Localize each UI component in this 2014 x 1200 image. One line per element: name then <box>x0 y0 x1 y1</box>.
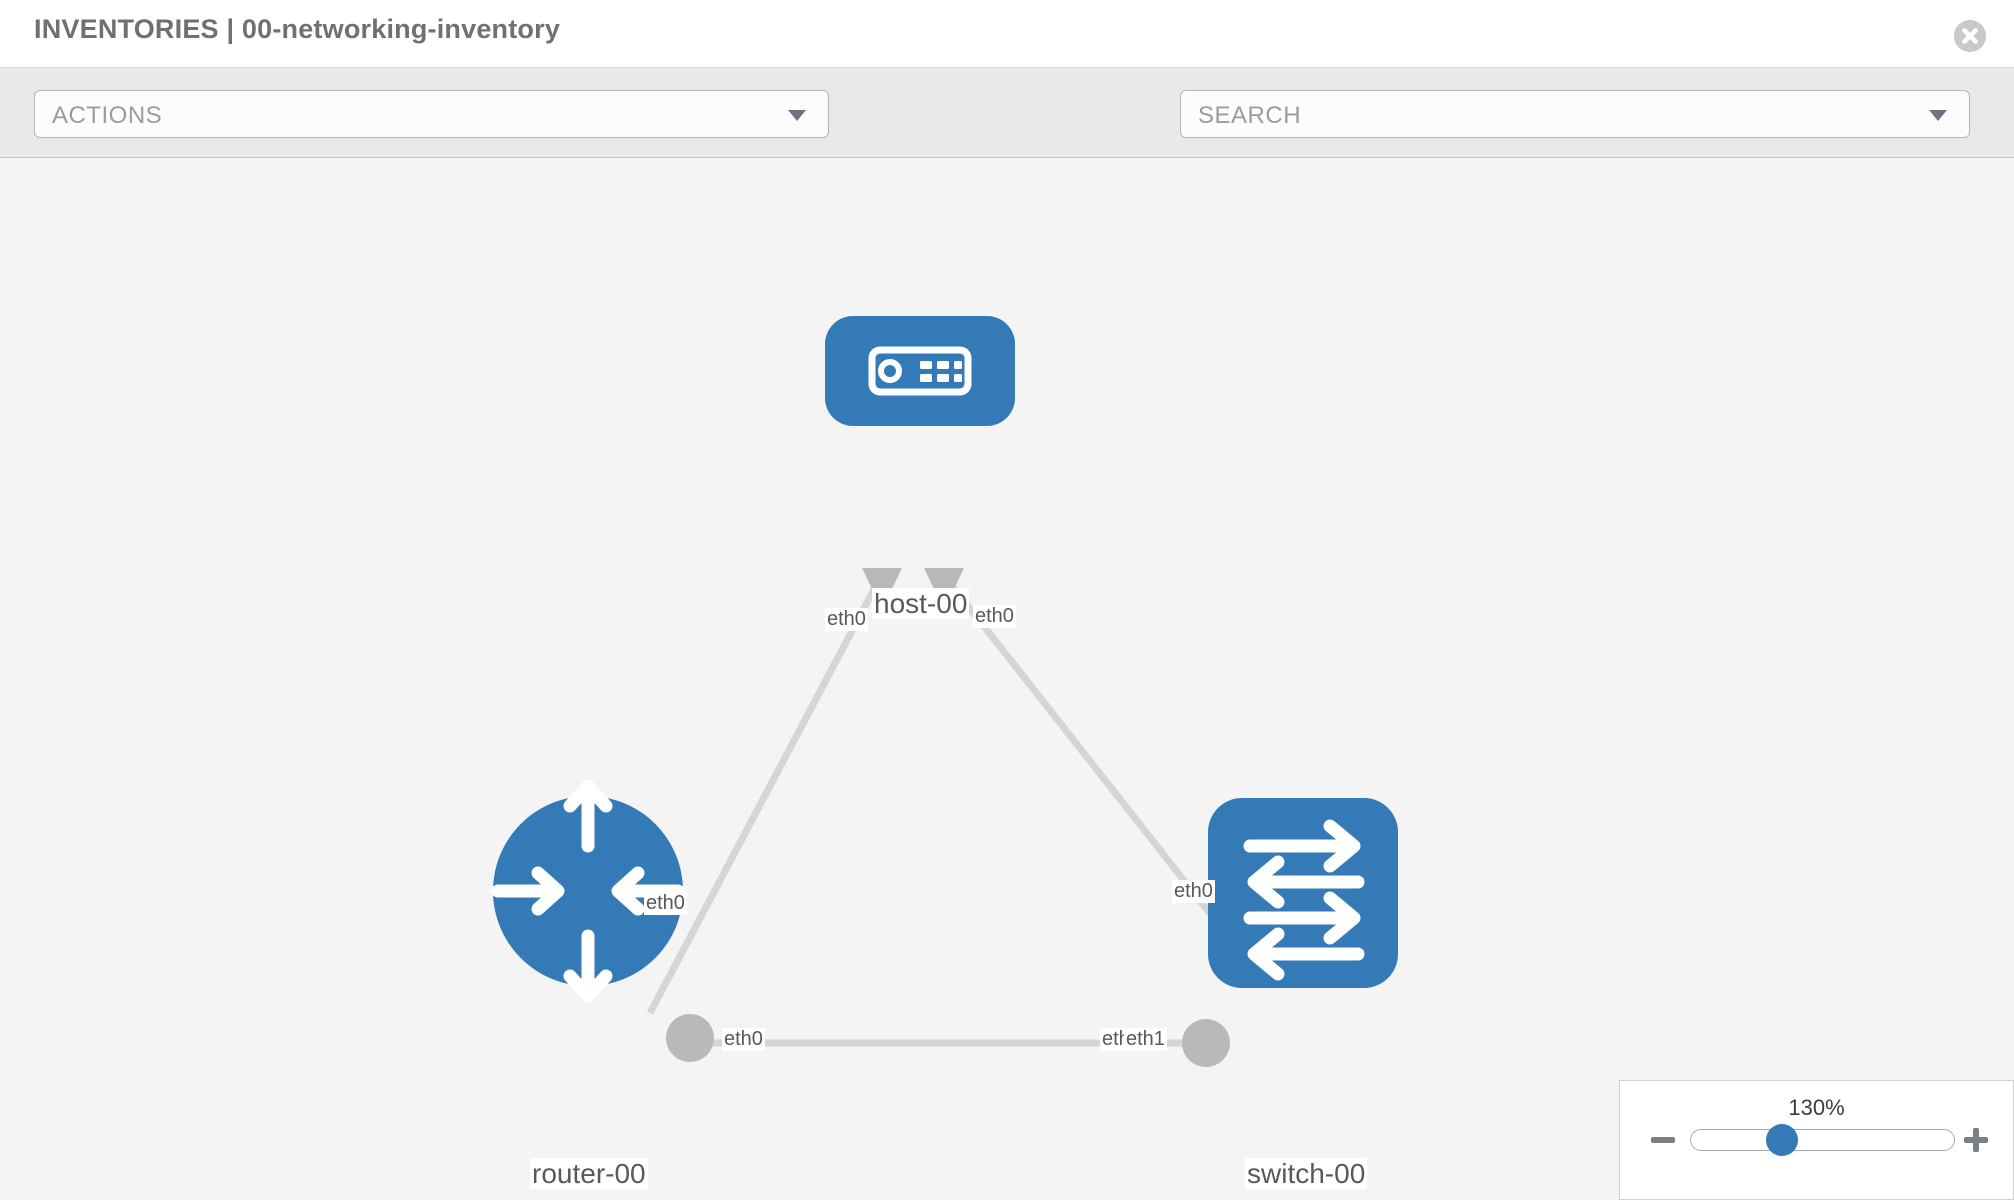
node-label-host-00: host-00 <box>872 588 970 620</box>
actions-dropdown-label: ACTIONS <box>52 102 163 129</box>
node-host-00[interactable] <box>825 316 1015 426</box>
node-label-router-00: router-00 <box>530 1158 648 1190</box>
page-title: INVENTORIES | 00-networking-inventory <box>34 14 561 44</box>
toolbar: ACTIONS SEARCH <box>0 68 2014 197</box>
interface-label-router00-uplink: eth0 <box>644 892 687 915</box>
connector-router00-right <box>666 1014 714 1062</box>
minus-icon[interactable] <box>1648 1125 1678 1155</box>
interface-label-router00-eth0: eth0 <box>722 1028 765 1051</box>
zoom-control-panel: 130% <box>1619 1080 2014 1200</box>
link-host00-router00 <box>646 576 884 1015</box>
topology-canvas[interactable]: host-00 router-00 switch-00 eth0 eth0 et… <box>0 158 2014 1200</box>
connector-switch00-left <box>1182 1019 1230 1067</box>
interface-label-host00-left: eth0 <box>825 608 868 631</box>
window-header: INVENTORIES | 00-networking-inventory <box>0 0 2014 68</box>
node-switch-00[interactable] <box>1208 798 1398 988</box>
actions-dropdown[interactable]: ACTIONS <box>34 90 829 138</box>
plus-icon[interactable] <box>1961 1125 1991 1155</box>
node-label-switch-00: switch-00 <box>1245 1158 1368 1190</box>
topology-links <box>646 575 1248 1047</box>
chevron-down-icon <box>788 110 806 121</box>
zoom-slider-track[interactable] <box>1690 1129 1955 1151</box>
interface-label-switch00-eth1: eth1 <box>1124 1028 1167 1051</box>
interface-label-host00-right: eth0 <box>973 605 1016 628</box>
node-router-00[interactable] <box>491 779 685 1003</box>
chevron-down-icon <box>1929 110 1947 121</box>
search-placeholder: SEARCH <box>1198 102 1302 129</box>
close-icon[interactable] <box>1954 20 1986 52</box>
zoom-slider-thumb[interactable] <box>1766 1124 1798 1156</box>
interface-label-switch00-uplink: eth0 <box>1172 880 1215 903</box>
topology-graph <box>491 316 1398 1067</box>
search-input[interactable]: SEARCH <box>1180 90 1970 138</box>
zoom-percent-label: 130% <box>1788 1095 1845 1120</box>
